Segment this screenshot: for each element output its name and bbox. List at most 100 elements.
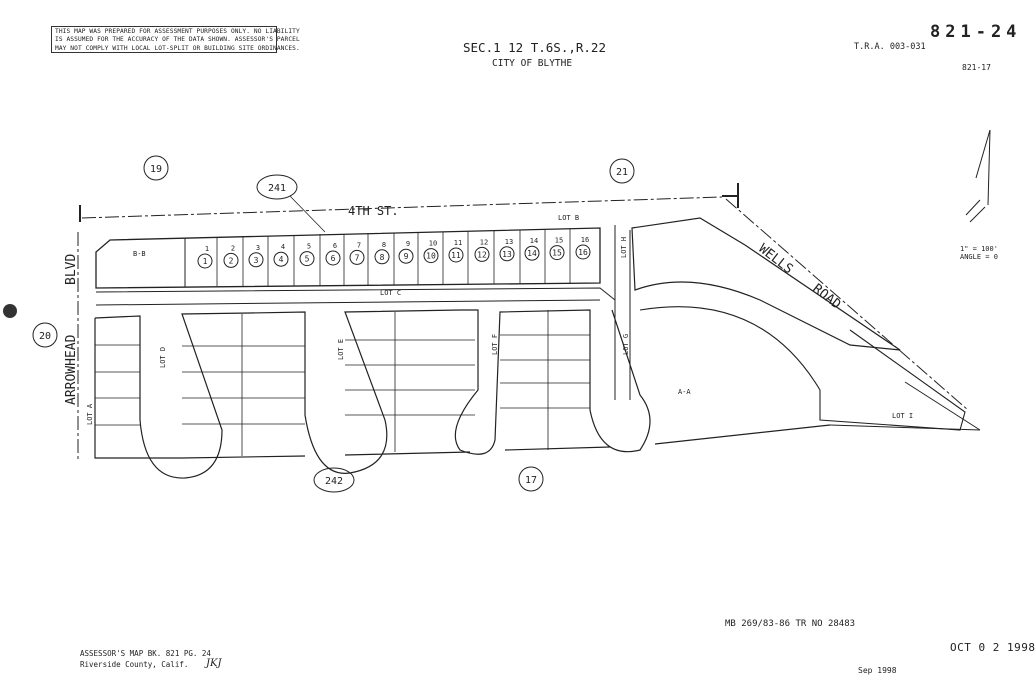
lot-number: 16 bbox=[581, 236, 589, 244]
parcel-number-marker[interactable]: 77 bbox=[349, 241, 365, 265]
parcel-number: 6 bbox=[331, 254, 336, 263]
parcel-number-marker[interactable]: 22 bbox=[223, 244, 239, 268]
cul-de-sac-blocks bbox=[94, 309, 831, 479]
lot-label: LOT H bbox=[620, 237, 628, 258]
street-label-arrowhead: ARROWHEAD bbox=[64, 334, 79, 405]
parcel-circle bbox=[325, 250, 341, 266]
parcel-circle bbox=[273, 251, 289, 267]
lot-number: 14 bbox=[530, 237, 538, 245]
parcel-number-marker[interactable]: 99 bbox=[398, 240, 414, 264]
street-edge bbox=[95, 299, 601, 306]
parcel-number-marker[interactable]: 44 bbox=[273, 243, 289, 267]
parcel-circle bbox=[448, 247, 464, 263]
parcel-block-curved bbox=[639, 306, 966, 431]
parcel-number: 15 bbox=[552, 249, 562, 258]
parcel-number-marker[interactable]: 33 bbox=[248, 244, 264, 268]
adjacent-page-21[interactable]: 21 bbox=[609, 158, 635, 184]
lot-number: 7 bbox=[357, 241, 361, 249]
book-page-242[interactable]: 242 bbox=[313, 467, 355, 493]
adjacent-page-17[interactable]: 17 bbox=[518, 466, 544, 492]
parcel-circle bbox=[549, 245, 565, 261]
lot-label: A-A bbox=[678, 388, 691, 396]
hole-punch-mark bbox=[3, 304, 17, 318]
parcel-number: 8 bbox=[380, 253, 385, 262]
map-page-number: 821-24 bbox=[930, 22, 1022, 42]
lot-label: LOT A bbox=[86, 403, 94, 425]
book-page-label: 242 bbox=[325, 476, 343, 487]
parcel-circle bbox=[423, 248, 439, 264]
lot-label: LOT D bbox=[159, 347, 167, 368]
lot-label: LOT E bbox=[337, 339, 345, 360]
assessor-caption: ASSESSOR'S MAP BK. 821 PG. 24 Riverside … bbox=[80, 648, 211, 670]
parcel-number: 12 bbox=[477, 250, 487, 259]
lot-number: 6 bbox=[333, 242, 337, 250]
disclaimer-line: MAY NOT COMPLY WITH LOCAL LOT-SPLIT OR B… bbox=[55, 44, 300, 52]
north-arrow-icon bbox=[965, 129, 991, 223]
book-page-label: 241 bbox=[268, 183, 286, 194]
top-row-parcels: 1122334455667788991010111112121313141415… bbox=[197, 236, 591, 269]
book-page-241[interactable]: 241 bbox=[256, 174, 326, 233]
parcel-edge bbox=[904, 381, 981, 431]
lot-number: 8 bbox=[382, 241, 386, 249]
lot-number: 3 bbox=[256, 244, 260, 252]
parcel-number: 10 bbox=[426, 252, 436, 261]
parcel-number-marker[interactable]: 88 bbox=[374, 241, 390, 265]
lot-number: 10 bbox=[429, 240, 437, 248]
adjacent-page-19[interactable]: 19 bbox=[143, 155, 169, 181]
street-edge bbox=[95, 287, 616, 301]
disclaimer-box: THIS MAP WAS PREPARED FOR ASSESSMENT PUR… bbox=[51, 26, 300, 53]
parcel-number: 13 bbox=[502, 250, 512, 259]
street-centerline bbox=[81, 196, 723, 219]
lot-label: LOT C bbox=[380, 289, 401, 297]
parcel-number-marker[interactable]: 10 10 bbox=[423, 240, 439, 264]
city-name: CITY OF BLYTHE bbox=[492, 58, 573, 69]
parcel-circle bbox=[197, 253, 213, 269]
lot-number: 2 bbox=[231, 244, 235, 252]
assessor-book-page: ASSESSOR'S MAP BK. 821 PG. 24 bbox=[80, 649, 211, 658]
parcel-number: 7 bbox=[355, 253, 360, 262]
parcel-number: 2 bbox=[229, 256, 234, 265]
parcel-circle bbox=[499, 246, 515, 262]
parcel-number: 3 bbox=[254, 256, 259, 265]
disclaimer-line: THIS MAP WAS PREPARED FOR ASSESSMENT PUR… bbox=[55, 28, 300, 35]
lot-label: LOT F bbox=[491, 334, 499, 355]
lot-label: LOT I bbox=[892, 412, 913, 420]
lot-number: 15 bbox=[555, 237, 563, 245]
lot-label: LOT G bbox=[622, 334, 630, 355]
scale-angle: ANGLE = 0 bbox=[960, 253, 998, 261]
print-date: Sep 1998 bbox=[858, 666, 897, 675]
adjacent-page-label: 20 bbox=[39, 331, 51, 342]
parcel-number-marker[interactable]: 55 bbox=[299, 243, 315, 267]
initials-mark: JKJ bbox=[206, 658, 222, 669]
parcel-circle bbox=[248, 252, 264, 268]
parcel-circle bbox=[349, 249, 365, 265]
parcel-block-top bbox=[95, 227, 601, 289]
street-label-wells: WELLS bbox=[756, 241, 796, 277]
parcel-circle bbox=[524, 245, 540, 261]
adjacent-page-20[interactable]: 20 bbox=[32, 322, 58, 348]
parcel-number-marker[interactable]: 14 14 bbox=[524, 237, 540, 261]
disclaimer-line: IS ASSUMED FOR THE ACCURACY OF THE DATA … bbox=[55, 36, 300, 44]
street-label-4th: 4TH ST. bbox=[348, 204, 399, 218]
parcel-number: 16 bbox=[578, 248, 588, 257]
lot-label: B-B bbox=[133, 250, 146, 258]
parcel-number-marker[interactable]: 11 bbox=[197, 245, 213, 269]
parcel-number-marker[interactable]: 66 bbox=[325, 242, 341, 266]
parcel-circle bbox=[474, 246, 490, 262]
lot-number: 9 bbox=[406, 240, 410, 248]
map-book-reference: MB 269/83-86 TR NO 28483 bbox=[725, 619, 856, 629]
parcel-number: 4 bbox=[279, 255, 284, 264]
parcel-number: 14 bbox=[527, 249, 537, 258]
lot-label: LOT B bbox=[558, 214, 579, 222]
lot-number: 11 bbox=[454, 239, 462, 247]
parcel-circle bbox=[398, 248, 414, 264]
adjacent-page-label: 21 bbox=[616, 167, 628, 178]
parcel-number: 9 bbox=[404, 252, 409, 261]
